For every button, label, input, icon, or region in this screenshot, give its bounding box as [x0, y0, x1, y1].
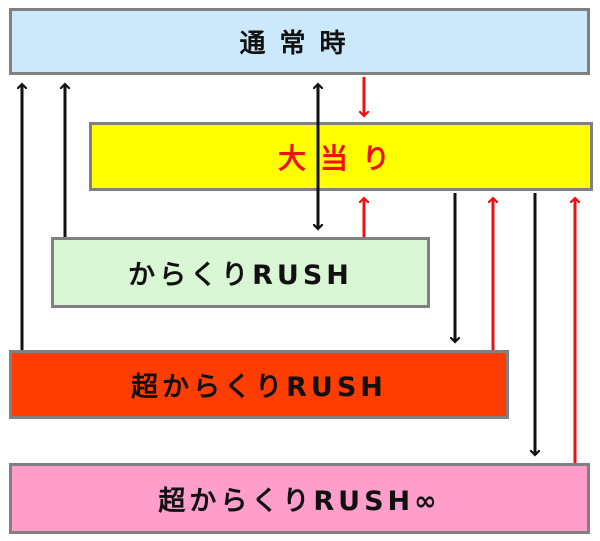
node-normal: 通常時 — [9, 8, 590, 75]
node-hit-label: 大当り — [277, 141, 404, 175]
node-rush-label: からくりRUSH — [128, 260, 353, 291]
node-super-rush-inf: 超からくりRUSH∞ — [9, 463, 590, 534]
node-hit: 大当り — [89, 122, 593, 191]
node-super-rush-label: 超からくりRUSH — [131, 372, 387, 403]
node-rush: からくりRUSH — [51, 237, 430, 308]
node-super-rush-inf-label: 超からくりRUSH∞ — [158, 486, 441, 517]
node-normal-label: 通常時 — [239, 29, 360, 59]
node-super-rush: 超からくりRUSH — [9, 350, 509, 419]
